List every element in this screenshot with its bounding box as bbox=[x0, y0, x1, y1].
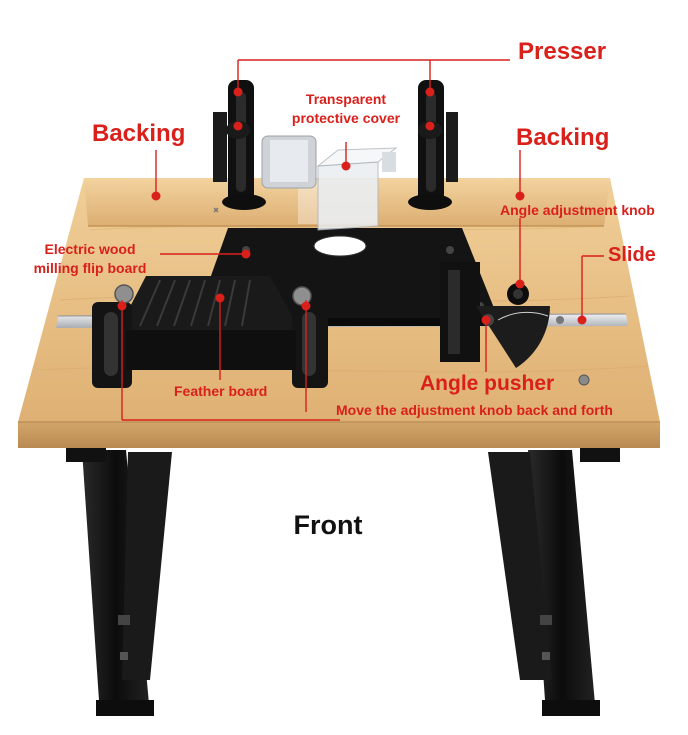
front-caption: Front bbox=[293, 510, 363, 540]
presser-left bbox=[213, 80, 266, 210]
angle-pusher bbox=[440, 262, 550, 368]
label-feather-board: Feather board bbox=[174, 383, 268, 399]
presser-right bbox=[408, 80, 458, 210]
label-slide: Slide bbox=[608, 244, 656, 266]
label-flip-board: Electric wood milling flip board bbox=[33, 241, 147, 276]
transparent-cover bbox=[261, 135, 398, 231]
label-presser: Presser bbox=[518, 38, 607, 65]
label-backing-left: Backing bbox=[92, 120, 186, 147]
table-legs bbox=[66, 448, 620, 716]
label-angle-knob: Angle adjustment knob bbox=[500, 202, 655, 218]
label-move-knob: Move the adjustment knob back and forth bbox=[336, 402, 613, 418]
callout-lines bbox=[121, 59, 604, 421]
callout-dots bbox=[117, 87, 587, 325]
label-backing-right: Backing bbox=[516, 124, 610, 151]
feather-board bbox=[92, 276, 328, 388]
label-angle-pusher: Angle pusher bbox=[420, 372, 555, 395]
label-transparent-cover: Transparent protective cover bbox=[291, 91, 401, 126]
